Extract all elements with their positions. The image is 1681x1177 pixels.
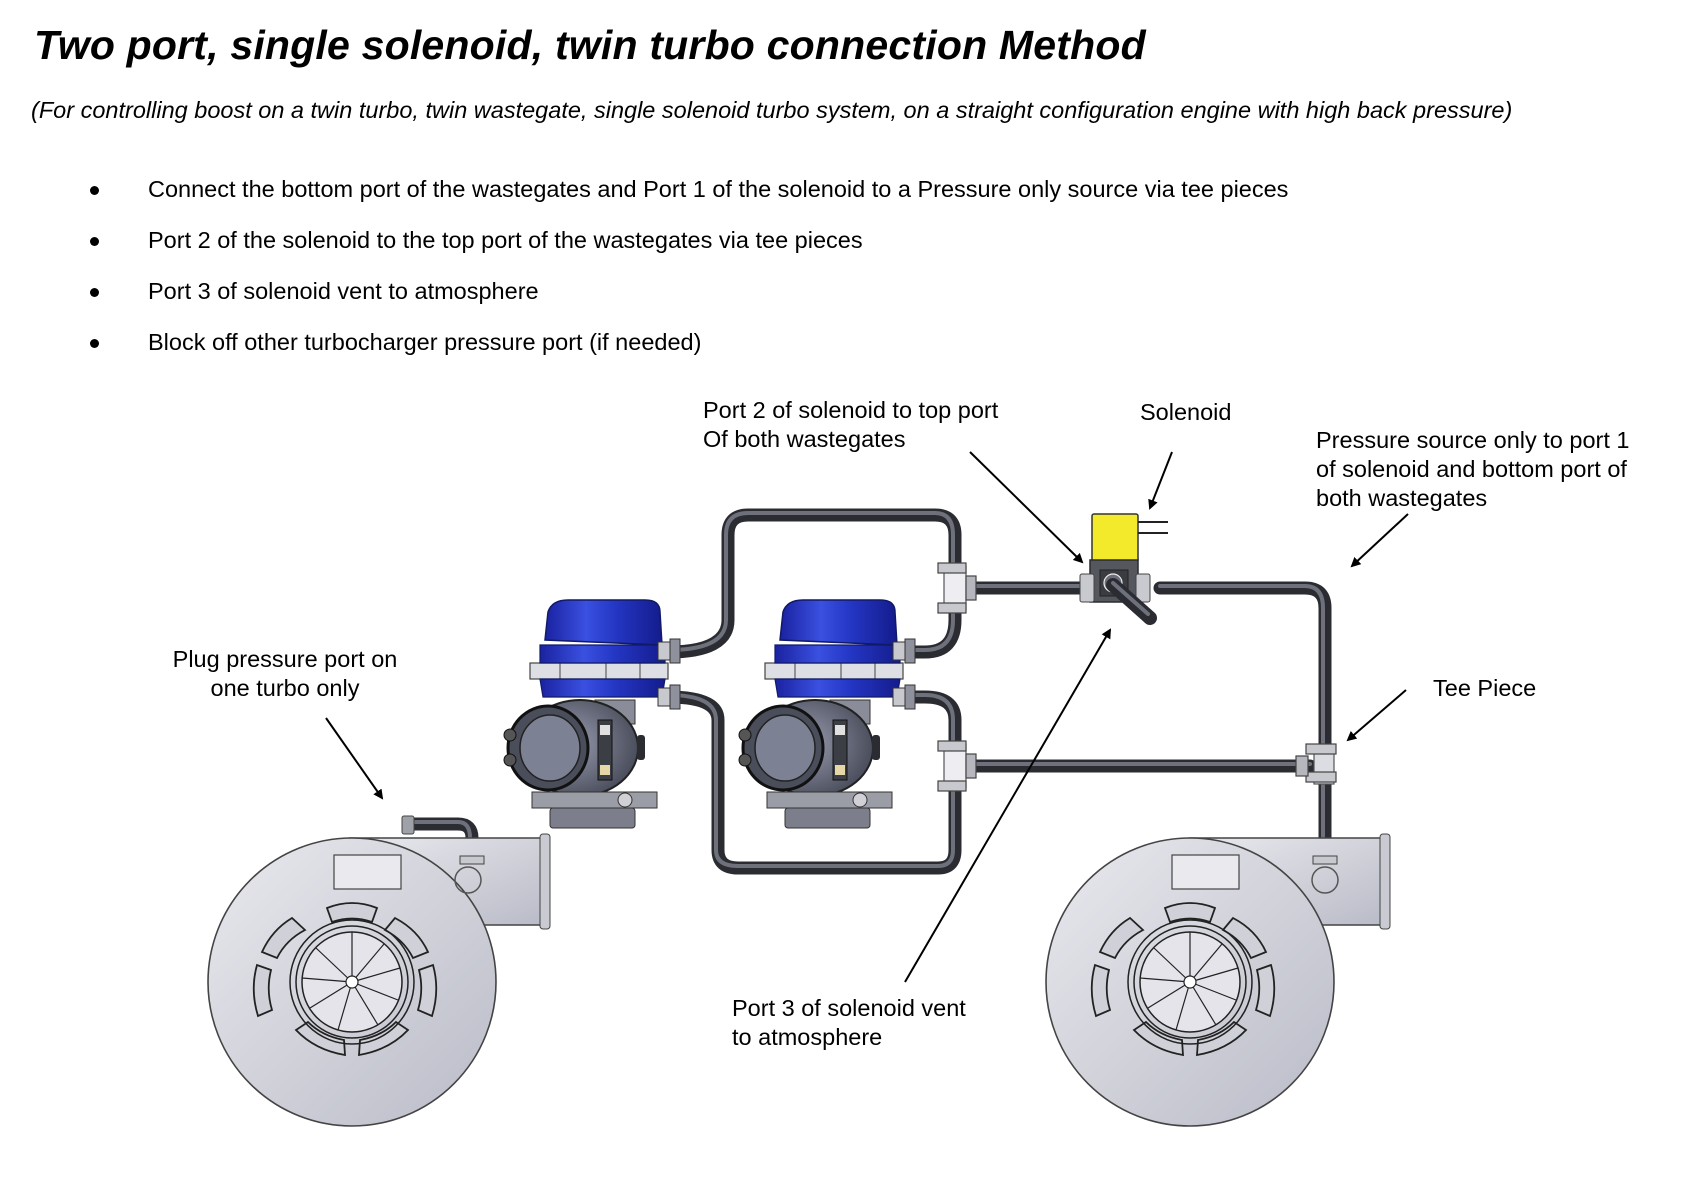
- instruction-text: Connect the bottom port of the wastegate…: [148, 176, 1289, 202]
- arrow-plug: [325, 717, 384, 800]
- callout-tee-piece: Tee Piece: [1433, 674, 1536, 703]
- callout-line: of solenoid and bottom port of: [1316, 456, 1627, 482]
- hose-pressure-source: [1153, 581, 1332, 877]
- callout-line: Solenoid: [1140, 399, 1232, 425]
- bullet-icon: [90, 288, 99, 297]
- bullet-icon: [90, 237, 99, 246]
- tee-piece-bottom: [937, 740, 977, 792]
- callout-line: to atmosphere: [732, 1024, 883, 1050]
- arrow-tee-piece: [1346, 689, 1407, 742]
- callout-line: Plug pressure port on: [172, 646, 398, 672]
- tee-piece-right: [1295, 743, 1337, 785]
- page-subtitle: (For controlling boost on a twin turbo, …: [31, 97, 1513, 123]
- callout-pressure-source: Pressure source only to port 1 of soleno…: [1316, 426, 1630, 513]
- turbocharger-left: [207, 815, 551, 1127]
- arrow-pressure-source: [1350, 513, 1409, 568]
- instruction-text: Port 2 of the solenoid to the top port o…: [148, 227, 863, 253]
- solenoid: [1079, 513, 1168, 625]
- wastegate-left: [503, 599, 681, 829]
- callout-line: both wastegates: [1316, 485, 1488, 511]
- instruction-text: Port 3 of solenoid vent to atmosphere: [148, 278, 539, 304]
- callout-plug: Plug pressure port on one turbo only: [160, 645, 410, 703]
- hose-network: [408, 508, 1332, 877]
- callout-line: Port 3 of solenoid vent: [732, 995, 966, 1021]
- page-title: Two port, single solenoid, twin turbo co…: [34, 22, 1146, 68]
- callout-solenoid: Solenoid: [1140, 398, 1231, 427]
- callout-line: Port 2 of solenoid to top port: [703, 397, 999, 423]
- callout-line: Pressure source only to port 1: [1316, 427, 1630, 453]
- instruction-text: Block off other turbocharger pressure po…: [148, 329, 702, 355]
- callout-arrows: [325, 451, 1409, 983]
- callout-port3: Port 3 of solenoid vent to atmosphere: [732, 994, 966, 1052]
- tee-piece-top: [937, 562, 977, 614]
- turbocharger-right: [1045, 833, 1391, 1127]
- arrow-port2: [969, 451, 1084, 564]
- callout-line: Tee Piece: [1433, 675, 1537, 701]
- arrow-solenoid: [1148, 451, 1173, 510]
- bullet-icon: [90, 339, 99, 348]
- callout-line: one turbo only: [210, 675, 360, 701]
- callout-line: Of both wastegates: [703, 426, 906, 452]
- wastegate-right: [738, 599, 916, 829]
- callout-port2: Port 2 of solenoid to top port Of both w…: [703, 396, 998, 454]
- bullet-icon: [90, 186, 99, 195]
- arrow-port3: [904, 628, 1112, 983]
